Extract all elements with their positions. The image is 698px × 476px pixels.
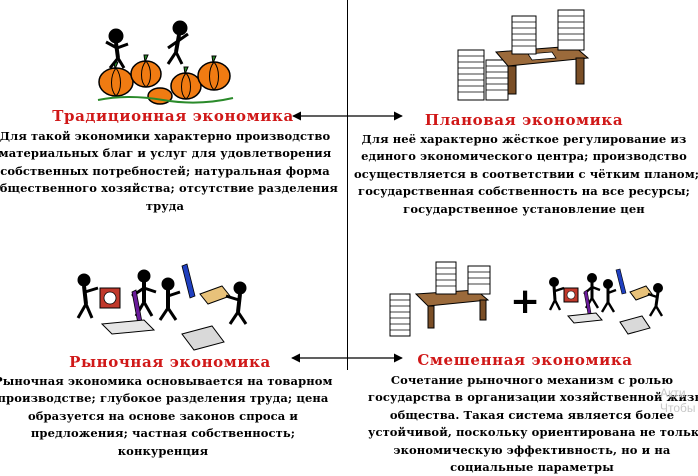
watermark-line-1: Акти — [660, 386, 686, 400]
pumpkin-icon — [130, 54, 162, 88]
person-figure-icon — [158, 277, 181, 321]
pumpkin-icon — [98, 61, 134, 97]
paper-stack-icon — [457, 49, 485, 101]
mixed-description: Сочетание рыночного механизм с ролью гос… — [368, 372, 698, 476]
mixed-market-illustration — [548, 268, 664, 335]
traditional-title: Традиционная экономика — [52, 107, 294, 125]
description-line: Рыночная экономика основывается на товар… — [0, 374, 333, 388]
desk-icon — [494, 45, 590, 95]
pumpkin-icon — [170, 66, 202, 100]
description-line: конкуренция — [117, 443, 209, 458]
planned-description: Для неё характерно жёсткое регулирование… — [354, 131, 698, 218]
paper-stack-icon — [467, 265, 491, 295]
description-line: государственная собственность на все рес… — [358, 184, 690, 199]
person-figure-icon — [225, 281, 248, 325]
person-figure-icon — [548, 277, 565, 311]
description-line: собственных потребностей; натуральная фо… — [0, 163, 330, 178]
description-line: устойчивой, поскольку ориентирована не т… — [368, 425, 698, 440]
description-line: труда — [145, 198, 185, 213]
vertical-divider — [347, 0, 349, 370]
plus-sign: + — [510, 281, 541, 322]
description-line: общества. Такая система является более — [389, 407, 675, 422]
description-line: Сочетание рыночного механизм с ролью — [390, 373, 674, 387]
description-line: предложения; частная собственность; — [30, 426, 296, 441]
description-line: государственное установление цен — [403, 201, 645, 216]
paper-stack-icon — [485, 59, 509, 101]
person-figure-icon — [166, 20, 189, 65]
pumpkin-icon — [197, 55, 231, 91]
market-description: Рыночная экономика основывается на товар… — [0, 373, 332, 460]
description-line: Для такой экономики характерно производс… — [0, 129, 331, 143]
paper-stack-icon — [389, 293, 411, 337]
description-line: государства в организации хозяйственной … — [368, 390, 698, 405]
person-figure-icon — [600, 279, 617, 313]
mixed-title: Смешенная экономика — [417, 351, 633, 369]
description-line: осуществляется в соответствии с чётким п… — [354, 166, 698, 181]
description-line: материальных благ и услуг для удовлетвор… — [0, 146, 332, 161]
package-icon — [629, 285, 653, 301]
market-illustration — [76, 263, 248, 351]
paper-stack-icon — [435, 261, 457, 295]
market-title: Рыночная экономика — [69, 353, 271, 371]
clock-icon — [99, 287, 121, 309]
person-figure-icon — [105, 28, 129, 69]
clock-icon — [563, 287, 579, 303]
tie-icon — [583, 268, 627, 315]
person-figure-icon — [76, 273, 99, 319]
paper-stack-icon — [557, 9, 585, 51]
planned-title: Плановая экономика — [424, 111, 624, 129]
package-icon — [199, 285, 231, 305]
traditional-illustration — [97, 20, 234, 105]
money-stack-icon — [567, 312, 651, 335]
tie-icon — [181, 263, 196, 299]
description-line: образуется на основе законов спроса и — [27, 408, 299, 423]
paper-stack-icon — [511, 15, 537, 55]
watermark-line-2: Чтобы — [660, 401, 696, 415]
mixed-planned-illustration — [389, 261, 491, 337]
person-figure-icon — [647, 283, 664, 317]
traditional-description: Для такой экономики характерно производс… — [0, 128, 340, 215]
description-line: единого экономического центра; производс… — [361, 149, 687, 164]
description-line: экономическую эффективность, но и на — [393, 442, 671, 457]
planned-illustration — [457, 9, 590, 101]
description-line: производстве; глубокое разделения труда;… — [0, 391, 329, 406]
money-stack-icon — [100, 319, 225, 351]
description-line: общественного хозяйства; отсутствие разд… — [0, 181, 338, 196]
description-line: Для неё характерно жёсткое регулирование… — [361, 132, 687, 146]
description-line: социальные параметры — [450, 460, 614, 475]
desk-icon — [414, 289, 490, 329]
